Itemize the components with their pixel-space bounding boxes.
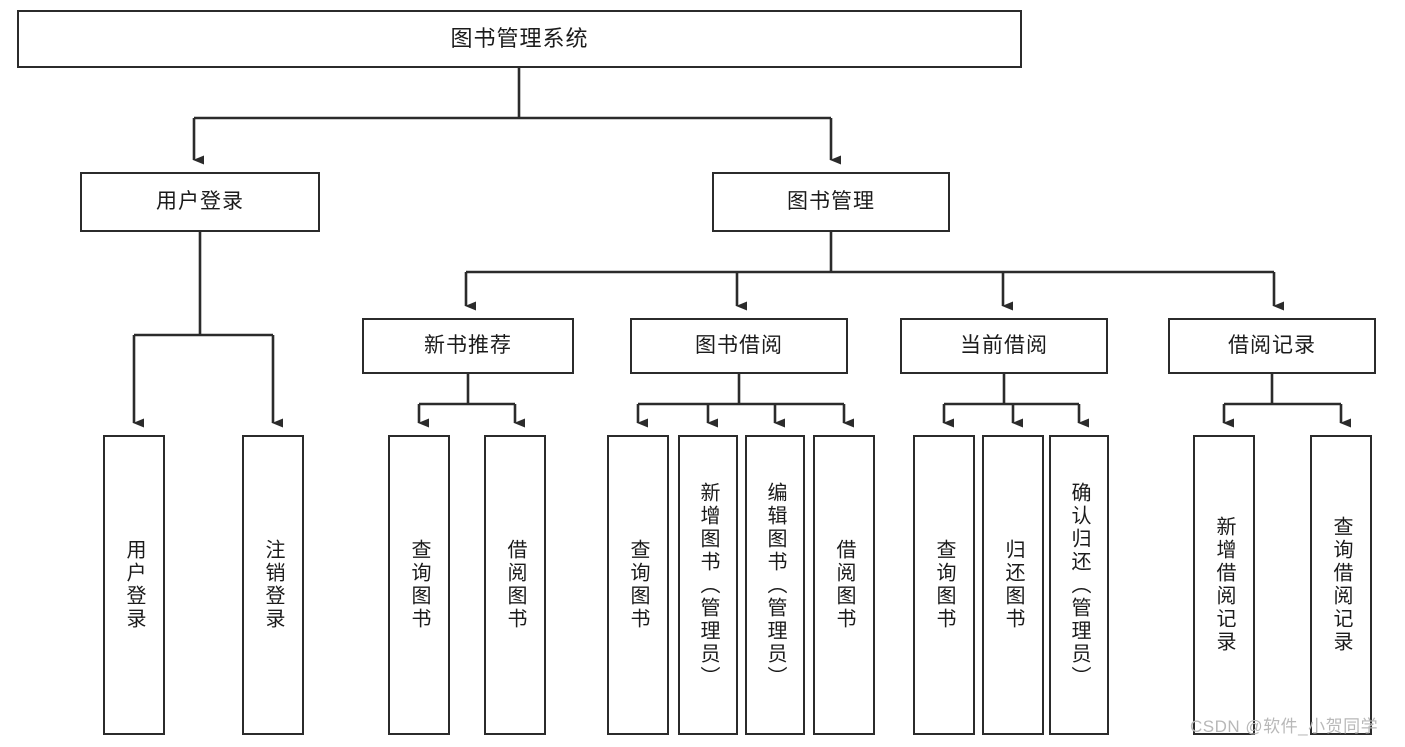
node-current-borrow[interactable]: 当前借阅: [900, 318, 1108, 374]
node-user-login[interactable]: 用户登录: [80, 172, 320, 232]
node-book-manage-label: 图书管理: [787, 189, 875, 213]
node-leaf-add-record[interactable]: 新增借阅记录: [1193, 435, 1255, 735]
node-new-book-recommend[interactable]: 新书推荐: [362, 318, 574, 374]
node-leaf-user-logout-label: 注销登录: [262, 539, 284, 631]
node-new-book-recommend-label: 新书推荐: [424, 333, 512, 357]
node-root-label: 图书管理系统: [450, 26, 589, 52]
node-leaf-user-login-label: 用户登录: [123, 539, 145, 631]
node-user-login-label: 用户登录: [156, 189, 244, 213]
node-leaf-edit-book[interactable]: 编辑图书（管理员）: [745, 435, 805, 735]
node-leaf-borrow-book-1[interactable]: 借阅图书: [484, 435, 546, 735]
node-leaf-confirm-return-label: 确认归还（管理员）: [1068, 481, 1090, 689]
node-book-borrow[interactable]: 图书借阅: [630, 318, 848, 374]
node-leaf-query-book-2[interactable]: 查询图书: [607, 435, 669, 735]
node-leaf-add-book-label: 新增图书（管理员）: [697, 481, 719, 689]
node-leaf-borrow-book-2[interactable]: 借阅图书: [813, 435, 875, 735]
node-leaf-user-logout[interactable]: 注销登录: [242, 435, 304, 735]
node-leaf-query-book-3-label: 查询图书: [933, 539, 955, 631]
node-leaf-return-book-label: 归还图书: [1002, 539, 1024, 631]
node-leaf-return-book[interactable]: 归还图书: [982, 435, 1044, 735]
node-root[interactable]: 图书管理系统: [17, 10, 1022, 68]
node-leaf-query-record-label: 查询借阅记录: [1330, 516, 1352, 654]
node-leaf-add-book[interactable]: 新增图书（管理员）: [678, 435, 738, 735]
node-borrow-record[interactable]: 借阅记录: [1168, 318, 1376, 374]
node-leaf-user-login[interactable]: 用户登录: [103, 435, 165, 735]
node-leaf-borrow-book-1-label: 借阅图书: [504, 539, 526, 631]
node-book-manage[interactable]: 图书管理: [712, 172, 950, 232]
node-leaf-query-book-3[interactable]: 查询图书: [913, 435, 975, 735]
node-borrow-record-label: 借阅记录: [1228, 333, 1316, 357]
node-leaf-query-book-1-label: 查询图书: [408, 539, 430, 631]
node-leaf-edit-book-label: 编辑图书（管理员）: [764, 481, 786, 689]
node-leaf-query-book-2-label: 查询图书: [627, 539, 649, 631]
node-leaf-confirm-return[interactable]: 确认归还（管理员）: [1049, 435, 1109, 735]
node-leaf-query-book-1[interactable]: 查询图书: [388, 435, 450, 735]
node-leaf-borrow-book-2-label: 借阅图书: [833, 539, 855, 631]
node-leaf-query-record[interactable]: 查询借阅记录: [1310, 435, 1372, 735]
node-book-borrow-label: 图书借阅: [695, 333, 783, 357]
node-current-borrow-label: 当前借阅: [960, 333, 1048, 357]
node-leaf-add-record-label: 新增借阅记录: [1213, 516, 1235, 654]
